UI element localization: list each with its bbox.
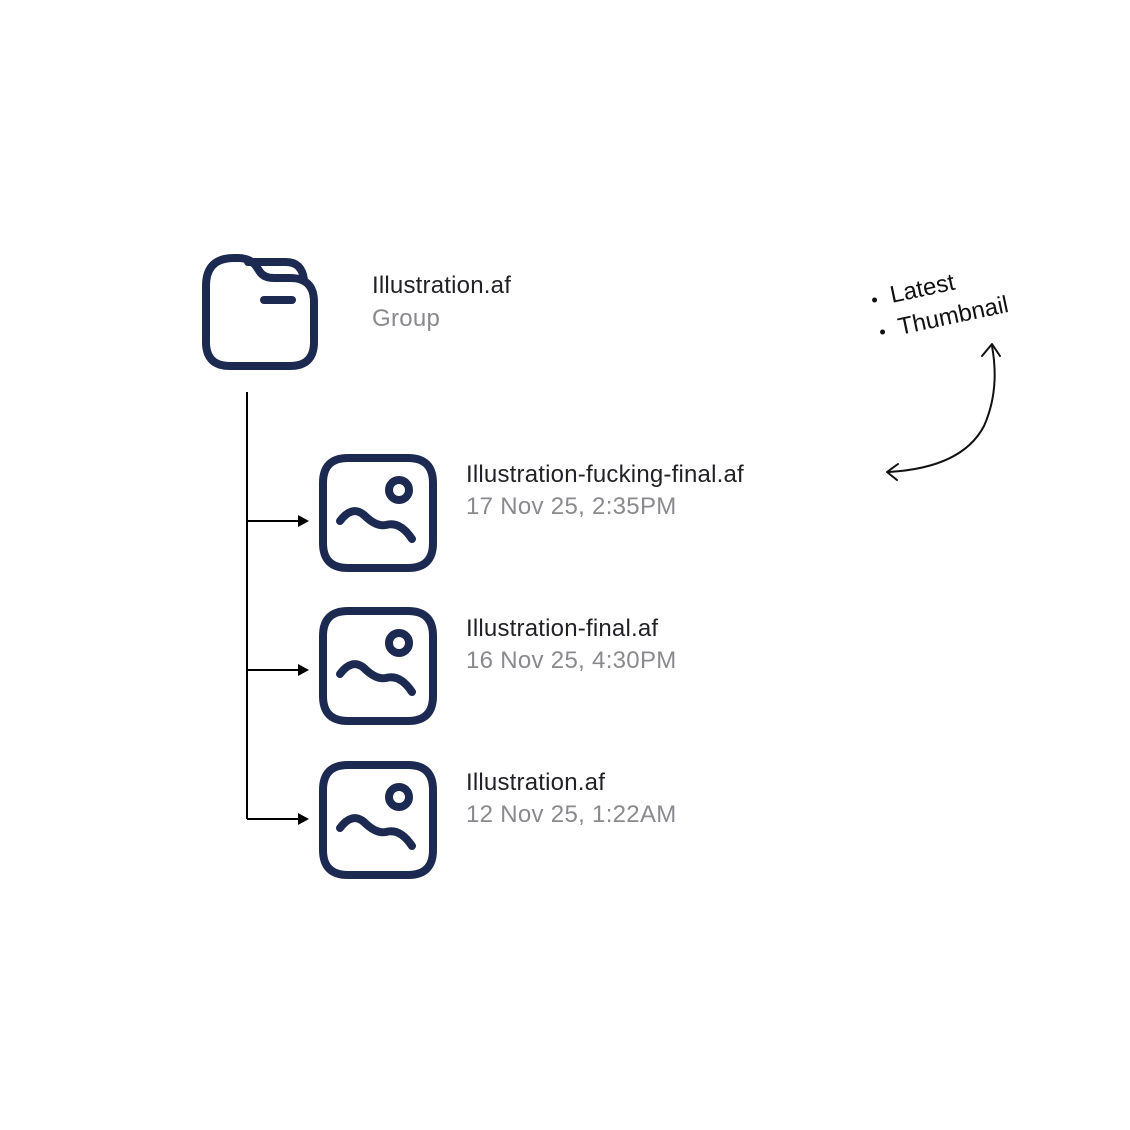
file-date: 17 Nov 25, 2:35PM: [466, 493, 677, 520]
file-title: Illustration.af: [466, 769, 606, 796]
group-title: Illustration.af: [372, 272, 512, 299]
file-date: 12 Nov 25, 1:22AM: [466, 801, 677, 828]
image-icon: [319, 607, 437, 725]
file-title: Illustration-fucking-final.af: [466, 461, 744, 488]
image-icon: [319, 761, 437, 879]
bullet-icon: [871, 297, 878, 304]
file-title: Illustration-final.af: [466, 615, 659, 642]
image-icon: [319, 454, 437, 572]
curved-arrow-icon: [886, 343, 1001, 481]
folder-icon: [202, 254, 318, 370]
group-subtitle: Group: [372, 305, 441, 332]
file-date: 16 Nov 25, 4:30PM: [466, 647, 677, 674]
